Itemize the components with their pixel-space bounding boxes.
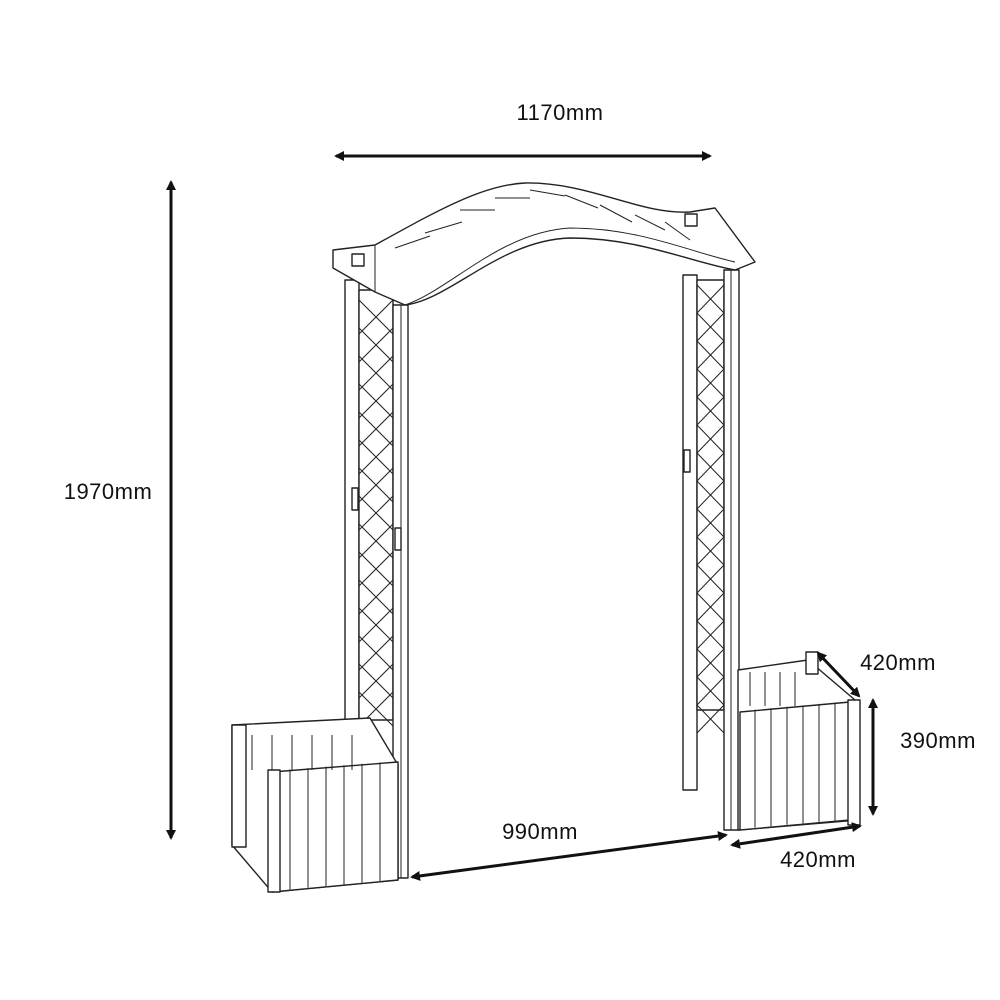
- arch-top: [332, 182, 756, 306]
- right-planter: [737, 651, 861, 831]
- drawing-line: [358, 439, 394, 475]
- drawing-line: [696, 284, 725, 314]
- planter-width-label: 420mm: [780, 847, 856, 872]
- drawing-line: [358, 551, 394, 587]
- drawing-line: [696, 508, 725, 538]
- drawing-line: [358, 607, 394, 643]
- drawing-line: [696, 424, 725, 454]
- drawing-line: [358, 327, 394, 363]
- drawing-line: [358, 383, 394, 419]
- drawing-line: [394, 235, 431, 249]
- planter-width-arrow: [730, 822, 862, 849]
- drawing-line: [424, 221, 463, 234]
- left-planter: [231, 717, 399, 893]
- planter-depth-arrow: [816, 651, 861, 698]
- drawing-line: [358, 523, 394, 559]
- drawing-line: [696, 396, 725, 426]
- drawing-line: [358, 411, 394, 447]
- drawing-line: [696, 676, 725, 706]
- drawing-line: [358, 467, 394, 503]
- drawing-line: [634, 214, 666, 231]
- drawing-line: [358, 579, 394, 615]
- drawing-line: [664, 221, 691, 241]
- drawing-line: [696, 340, 725, 370]
- drawing-line: [358, 663, 394, 699]
- dimension-lines: [166, 151, 878, 881]
- drawing-line: [696, 592, 725, 622]
- drawing-line: [696, 536, 725, 566]
- right-trellis: [682, 269, 740, 831]
- drawing-line: [358, 635, 394, 671]
- inner-width-arrow: [410, 831, 728, 881]
- drawing-line: [696, 648, 725, 678]
- left-trellis: [344, 279, 409, 879]
- planter-depth-label: 420mm: [860, 650, 936, 675]
- drawing-line: [696, 480, 725, 510]
- drawing-line: [696, 704, 725, 734]
- drawing-line: [696, 452, 725, 482]
- drawing-line: [696, 312, 725, 342]
- drawing-line: [358, 299, 394, 335]
- width-label: 1170mm: [516, 100, 604, 125]
- drawing-line: [358, 355, 394, 391]
- drawing-line: [696, 564, 725, 594]
- drawing-line: [564, 194, 599, 209]
- planter-height-label: 390mm: [900, 728, 976, 753]
- height-label: 1970mm: [63, 479, 153, 504]
- drawing-line: [529, 189, 566, 197]
- drawing-line: [599, 204, 633, 223]
- drawing-line: [696, 620, 725, 650]
- inner-width-label: 990mm: [502, 819, 578, 844]
- drawing-line: [358, 495, 394, 531]
- drawing-line: [696, 368, 725, 398]
